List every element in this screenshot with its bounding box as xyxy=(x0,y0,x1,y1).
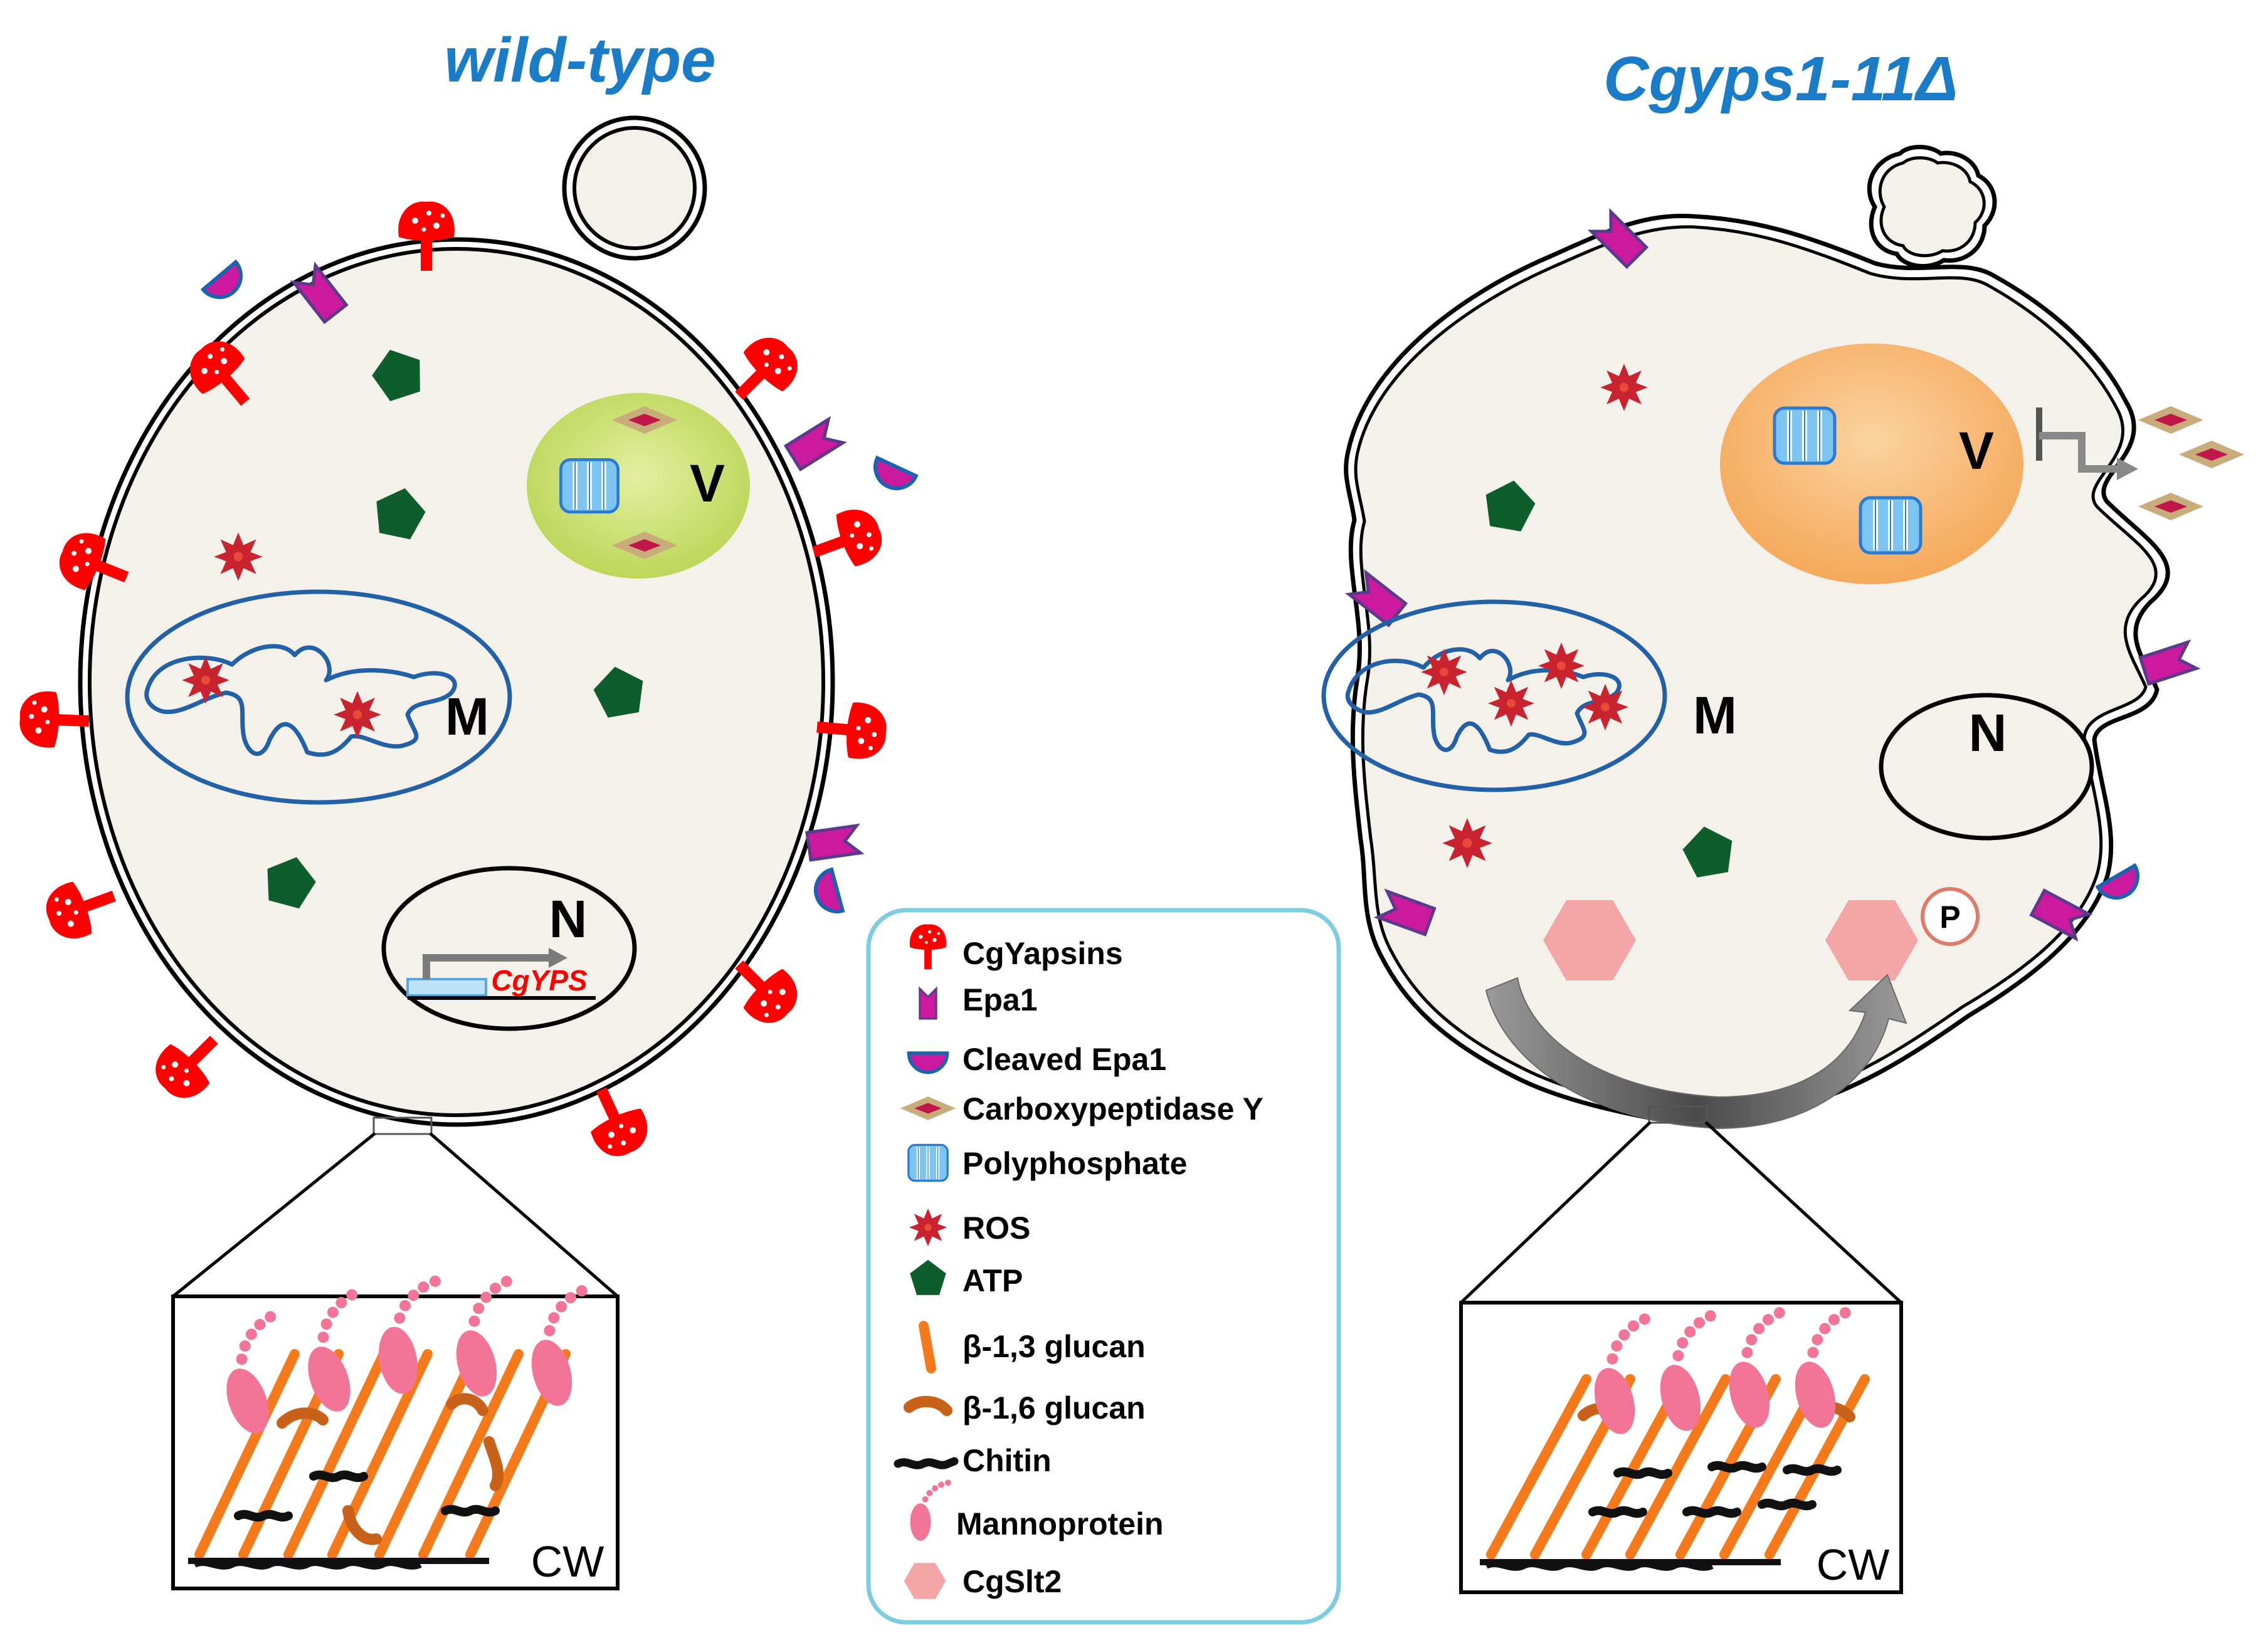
mutant-cell xyxy=(1344,213,2170,1125)
legend-item: ATP xyxy=(910,1259,1023,1298)
cleaved-epa1-icon xyxy=(203,262,250,306)
wild-type-title: wild-type xyxy=(444,25,715,95)
legend-label: ATP xyxy=(963,1263,1023,1298)
carboxypeptidase-icon xyxy=(2138,406,2203,434)
cleaved-epa1-icon xyxy=(868,458,916,496)
cleaved-epa1-icon xyxy=(811,869,842,916)
legend-label: CgYapsins xyxy=(963,936,1123,971)
mutant-vacuole-label: V xyxy=(1959,421,1994,480)
polyphosphate-icon xyxy=(1775,408,1835,463)
yapsin-icon xyxy=(145,1019,235,1109)
wild-type-bud xyxy=(562,115,707,261)
epa1-icon xyxy=(807,826,860,860)
mutant-cell-wall-zoom: CW xyxy=(1459,1105,1903,1594)
transcription-arrow xyxy=(423,954,552,979)
wild-type-mitochondrion: M xyxy=(125,589,512,805)
wild-type-vacuole: V xyxy=(527,393,750,579)
carboxypeptidase-icon xyxy=(2179,441,2244,468)
phospho-circle xyxy=(1921,887,1980,946)
legend-label: CgSlt2 xyxy=(963,1564,1062,1599)
phospho-label: P xyxy=(1939,900,1960,935)
legend-label: ROS xyxy=(963,1210,1030,1246)
legend-item: Chitin xyxy=(894,1443,1052,1478)
legend-label: Mannoprotein xyxy=(956,1506,1164,1541)
beta16-glucan-icon xyxy=(904,1395,952,1416)
legend-item: Mannoprotein xyxy=(910,1479,1164,1541)
cpy-secretion-arrow xyxy=(2036,406,2244,520)
mutant-mitochondrion: M xyxy=(1321,599,1737,792)
legend-label: β-1,6 glucan xyxy=(963,1390,1146,1425)
mutant-cell-wall-layers xyxy=(1480,1306,1878,1571)
wild-type-cell-wall-zoom: CW xyxy=(171,1116,620,1590)
chitin-icon xyxy=(894,1457,959,1469)
wild-type-nucleus-label: N xyxy=(549,890,588,948)
wild-type-mitochondrion-label: M xyxy=(445,687,489,746)
mutant-cell-wall-label: CW xyxy=(1817,1540,1890,1589)
legend-item: β-1,3 glucan xyxy=(919,1321,1146,1373)
wild-type-gene-label: CgYPS xyxy=(491,964,588,997)
wild-type-cell-wall-label: CW xyxy=(531,1537,604,1586)
polyphosphate-icon xyxy=(1860,498,1921,553)
legend-item: Cleaved Epa1 xyxy=(909,1042,1166,1077)
legend-item: ROS xyxy=(909,1208,1030,1247)
mutant-bud xyxy=(1867,145,1997,269)
epa1-icon xyxy=(786,419,843,470)
legend-label: Chitin xyxy=(963,1443,1052,1478)
legend-label: Polyphosphate xyxy=(963,1146,1187,1181)
legend-label: β-1,3 glucan xyxy=(963,1329,1146,1364)
legend-item: CgSlt2 xyxy=(904,1563,1062,1599)
cgslt2-activation: P xyxy=(1485,887,1980,1130)
legend-item: Polyphosphate xyxy=(909,1145,1187,1181)
legend-box xyxy=(866,908,1341,1625)
legend: CgYapsins Epa1 Cleaved Epa1 Carboxypepti… xyxy=(866,908,1341,1625)
wild-type-nucleus: N CgYPS xyxy=(381,866,637,1031)
gene-box xyxy=(406,978,487,997)
mutant-title: Cgyps1-11Δ xyxy=(1603,44,1958,114)
wild-type-panel: wild-type xyxy=(18,25,916,1590)
yapsin-icon xyxy=(39,869,124,947)
epa1-icon xyxy=(2140,642,2197,684)
mutant-mitochondrion-label: M xyxy=(1693,686,1737,745)
legend-label: Carboxypeptidase Y xyxy=(963,1091,1263,1126)
beta13-glucan-icon xyxy=(919,1321,936,1373)
wild-type-cell-wall-layers xyxy=(188,1274,614,1570)
wild-type-vacuole-label: V xyxy=(690,454,725,513)
polyphosphate-icon xyxy=(909,1145,947,1180)
legend-item: Carboxypeptidase Y xyxy=(900,1091,1263,1126)
transcription-arrow-head xyxy=(549,948,567,968)
mutant-panel: Cgyps1-11Δ V xyxy=(1321,44,2244,1594)
legend-item: Epa1 xyxy=(919,982,1038,1020)
mutant-nucleus: N xyxy=(1879,693,2094,841)
legend-item: CgYapsins xyxy=(909,924,1123,971)
polyphosphate-icon xyxy=(561,459,618,512)
mutant-vacuole: V xyxy=(1720,344,2023,584)
legend-label: Cleaved Epa1 xyxy=(963,1042,1166,1077)
activation-arrow xyxy=(1485,974,1907,1130)
mutant-nucleus-label: N xyxy=(1969,703,2007,762)
carboxypeptidase-icon xyxy=(2138,493,2203,520)
legend-label: Epa1 xyxy=(963,982,1038,1017)
legend-item: β-1,6 glucan xyxy=(904,1390,1146,1425)
